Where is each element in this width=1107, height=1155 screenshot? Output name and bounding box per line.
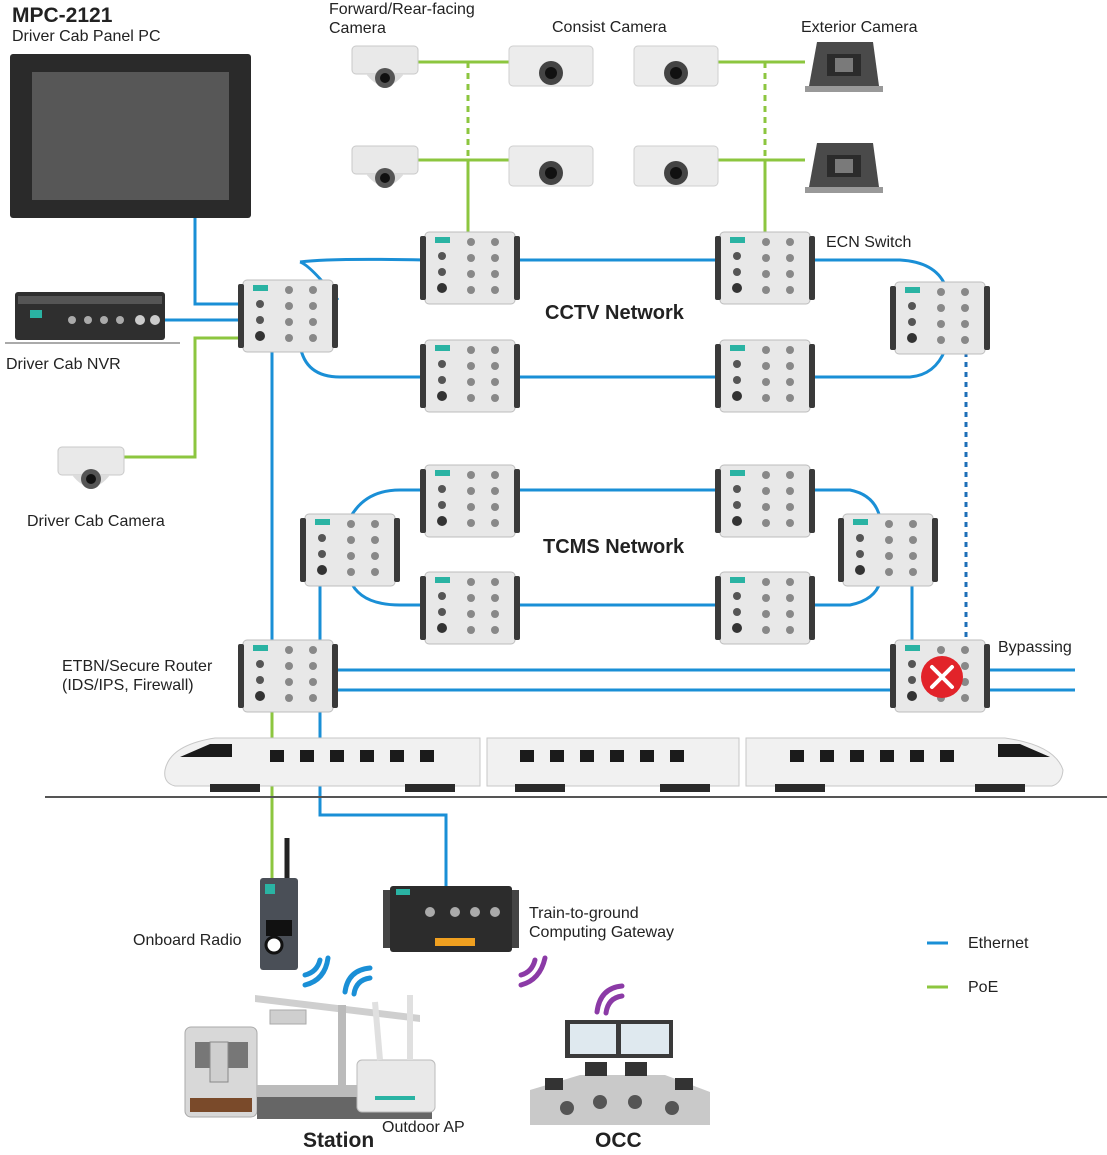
cctv-network-label: CCTV Network: [545, 302, 684, 324]
driver-cam-label: Driver Cab Camera: [27, 513, 165, 530]
etbn-router: [237, 639, 339, 713]
station-label: Station: [303, 1129, 375, 1152]
consist-camera-2: [633, 45, 719, 87]
cctv-switch-2: [714, 231, 816, 305]
station-illustration: [184, 995, 436, 1119]
nvr-label: Driver Cab NVR: [6, 356, 121, 373]
forward-camera-1: [351, 45, 419, 89]
panel-pc-label: Driver Cab Panel PC: [12, 28, 161, 45]
fr-camera-label: Forward/Rear-facing Camera: [329, 1, 475, 37]
ethernet-links: [165, 218, 1075, 888]
model-title: MPC-2121: [12, 4, 113, 27]
occ-label: OCC: [595, 1129, 642, 1152]
legend-poe-label: PoE: [968, 979, 999, 996]
gateway-label: Train-to-ground Computing Gateway: [529, 905, 674, 941]
exterior-camera-2: [805, 143, 883, 193]
tcms-switch-3: [419, 571, 521, 645]
cctv-switch-3: [419, 339, 521, 413]
onboard-radio-label: Onboard Radio: [133, 932, 242, 949]
consist-camera-1: [508, 45, 594, 87]
consist-camera-3: [508, 145, 594, 187]
legend-ethernet-label: Ethernet: [968, 935, 1029, 952]
poe-links: [122, 60, 805, 878]
occ-illustration: [530, 1020, 710, 1125]
tcms-switch-left: [299, 513, 401, 587]
error-x-icon: [921, 656, 963, 698]
consist-camera-label: Consist Camera: [552, 19, 667, 36]
ecn-switch: [889, 281, 991, 355]
forward-camera-2: [351, 145, 419, 189]
tcms-switch-2: [714, 464, 816, 538]
cctv-switch-head: [237, 279, 339, 353]
computing-gateway: [383, 886, 519, 952]
panel-pc: [10, 54, 251, 218]
exterior-camera-1: [805, 42, 883, 92]
cctv-switch-1: [419, 231, 521, 305]
bypassing-label: Bypassing: [998, 639, 1072, 656]
nvr-device: [5, 292, 180, 344]
exterior-camera-label: Exterior Camera: [801, 19, 918, 36]
driver-cab-camera: [57, 446, 125, 490]
ecn-switch-label: ECN Switch: [826, 234, 912, 251]
onboard-radio: [260, 838, 298, 970]
tcms-switch-4: [714, 571, 816, 645]
tcms-switch-right: [837, 513, 939, 587]
tcms-switch-1: [419, 464, 521, 538]
tcms-network-label: TCMS Network: [543, 536, 685, 558]
outdoor-ap-label: Outdoor AP: [382, 1119, 465, 1136]
wifi-signal-icon: [302, 955, 625, 1016]
cctv-switch-4: [714, 339, 816, 413]
train: [45, 737, 1107, 798]
etbn-label: ETBN/Secure Router (IDS/IPS, Firewall): [62, 658, 213, 694]
consist-camera-4: [633, 145, 719, 187]
